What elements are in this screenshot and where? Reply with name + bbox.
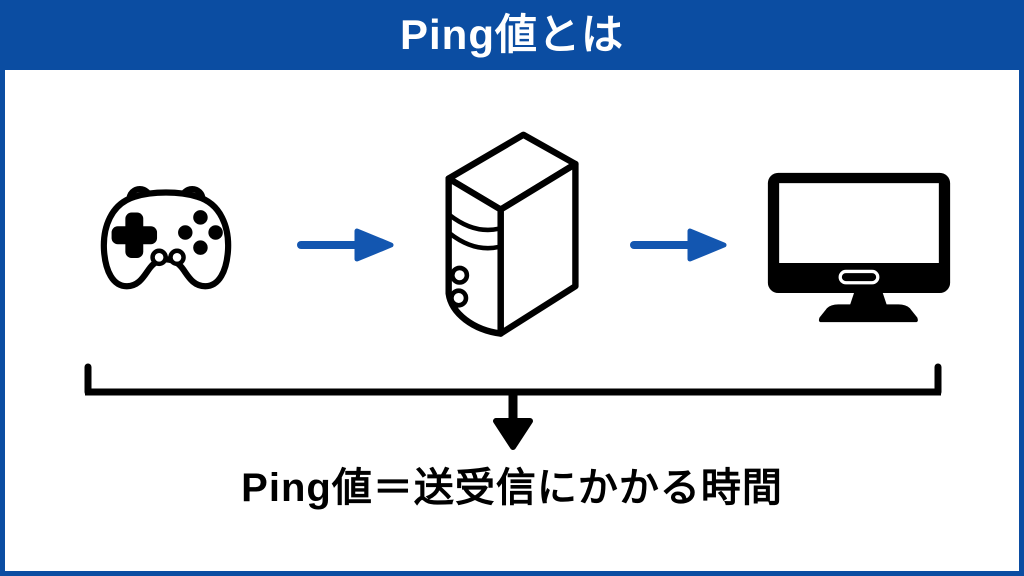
arrow-right-icon: [628, 226, 730, 264]
bracket-down-arrow-icon: [84, 363, 942, 455]
game-controller-icon: [90, 176, 242, 300]
arrow-right-icon: [295, 226, 397, 264]
diagram-area: Ping値＝送受信にかかる時間: [5, 70, 1019, 571]
server-icon: [435, 122, 590, 350]
monitor-icon: [765, 170, 953, 325]
page-title: Ping値とは: [400, 11, 624, 58]
header-bar: Ping値とは: [0, 0, 1024, 70]
caption-text: Ping値＝送受信にかかる時間: [241, 466, 783, 510]
